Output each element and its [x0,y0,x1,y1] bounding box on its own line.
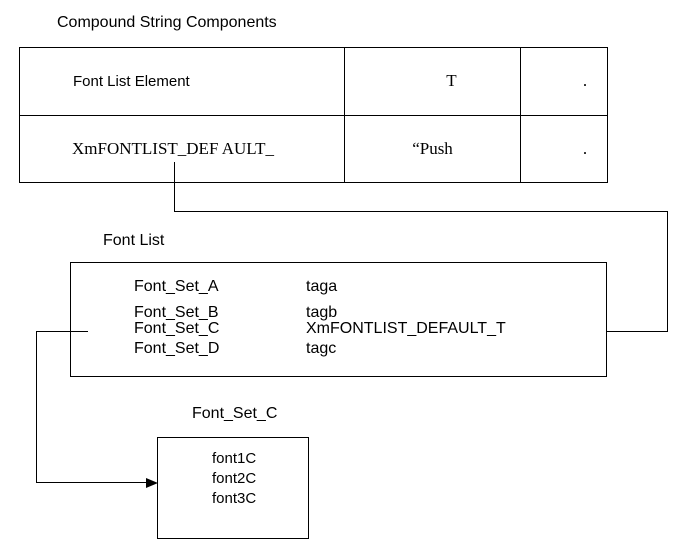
font-set-tag: XmFONTLIST_DEFAULT_T [306,320,506,337]
font-set-c-box: font1C font2C font3C [157,437,309,539]
cell-text: . [582,71,588,91]
cell-extra: . [520,48,607,115]
font-name: font3C [212,490,257,507]
font-list-label: Font List [103,232,165,249]
font-set-tag: tagc [306,340,337,357]
font-set-name: Font_Set_A [134,278,219,295]
connector-fontlist-to-fontset-segment [36,482,147,483]
cell-tag: T [344,48,520,115]
table-row: Font List Element T . [20,48,607,116]
font-name: font2C [212,470,257,487]
font-list-box: Font_Set_A taga Font_Set_B tagb Font_Set… [70,262,607,377]
font-set-tag: tagb [306,304,338,321]
connector-table-to-fontlist-segment [174,162,175,212]
cell-extra: . [520,115,607,182]
right-arrowhead-icon [146,478,158,488]
font-set-tag: taga [306,278,338,295]
cell-text: T [446,71,457,91]
cell-text: XmFONTLIST_DEF AULT_ [72,138,274,158]
font-set-name: Font_Set_D [134,340,220,357]
font-name: font1C [212,450,257,467]
connector-fontlist-to-fontset-segment [36,331,37,483]
font-set-name: Font_Set_B [134,304,219,321]
table-row: XmFONTLIST_DEF AULT_ “Push . [20,115,607,183]
font-list-row: Font_Set_B tagb [134,305,337,321]
cell-default-tag: XmFONTLIST_DEF AULT_ [20,116,344,183]
cell-text: Font List Element [73,72,190,90]
font-list-row: Font_Set_D tagc [134,341,336,357]
cell-tag: “Push [344,115,520,182]
font-list-row: Font_Set_C XmFONTLIST_DEFAULT_T [134,321,506,337]
cell-text: “Push [412,138,453,158]
compound-string-table: Font List Element T . XmFONTLIST_DEF AUL… [19,47,608,183]
font-set-c-label: Font_Set_C [192,405,278,422]
connector-fontlist-to-fontset-segment [36,331,88,332]
connector-table-to-fontlist-segment [174,211,668,212]
diagram-title: Compound String Components [57,14,277,31]
connector-table-to-fontlist-segment [667,211,668,332]
cell-text: . [582,138,588,158]
font-list-row: Font_Set_A taga [134,279,337,295]
cell-font-list-element: Font List Element [20,48,344,115]
font-set-name: Font_Set_C [134,320,220,337]
